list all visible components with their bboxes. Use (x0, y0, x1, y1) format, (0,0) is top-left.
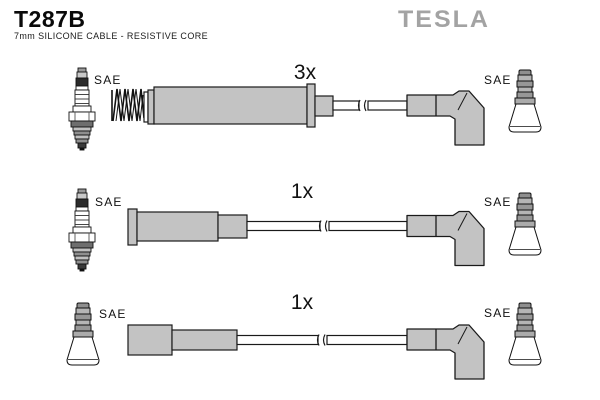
part-number: T287B (14, 6, 86, 32)
kit-row-2: 1x SAE SAE (68, 180, 542, 272)
sae-terminal-icon (508, 192, 542, 256)
cable (236, 334, 408, 346)
straight-boot (143, 83, 334, 128)
cable-break-icon (316, 334, 326, 346)
tesla-logo: TESLA (398, 5, 490, 33)
spark-plug-icon (68, 188, 96, 272)
sae-label-right: SAE (484, 73, 512, 87)
quantity-label: 1x (291, 180, 314, 203)
straight-boot (127, 324, 238, 356)
coil-spring-icon (111, 88, 145, 122)
spark-plug-icon (68, 67, 96, 151)
straight-boot (127, 208, 248, 246)
cable-break-icon (318, 220, 328, 232)
sae-terminal-icon (66, 302, 100, 366)
sae-terminal-icon (508, 302, 542, 366)
kit-row-1: 3x SAE (68, 61, 542, 151)
sae-label-right: SAE (484, 306, 512, 320)
elbow-boot-icon (406, 90, 485, 146)
quantity-label: 3x (294, 61, 317, 84)
sae-label-left: SAE (99, 307, 127, 321)
cable-break-icon (357, 99, 367, 112)
subtitle: 7mm SILICONE CABLE - RESISTIVE CORE (14, 31, 209, 41)
sae-label-left: SAE (94, 73, 122, 87)
sae-terminal-icon (508, 69, 542, 133)
elbow-boot-icon (406, 210, 485, 267)
elbow-boot-icon (406, 324, 485, 380)
kit-row-3: 1x SAE SAE (66, 291, 542, 380)
cable (246, 220, 408, 232)
cable (332, 99, 408, 112)
quantity-label: 1x (291, 291, 314, 314)
sae-label-right: SAE (484, 195, 512, 209)
sae-label-left: SAE (95, 195, 123, 209)
